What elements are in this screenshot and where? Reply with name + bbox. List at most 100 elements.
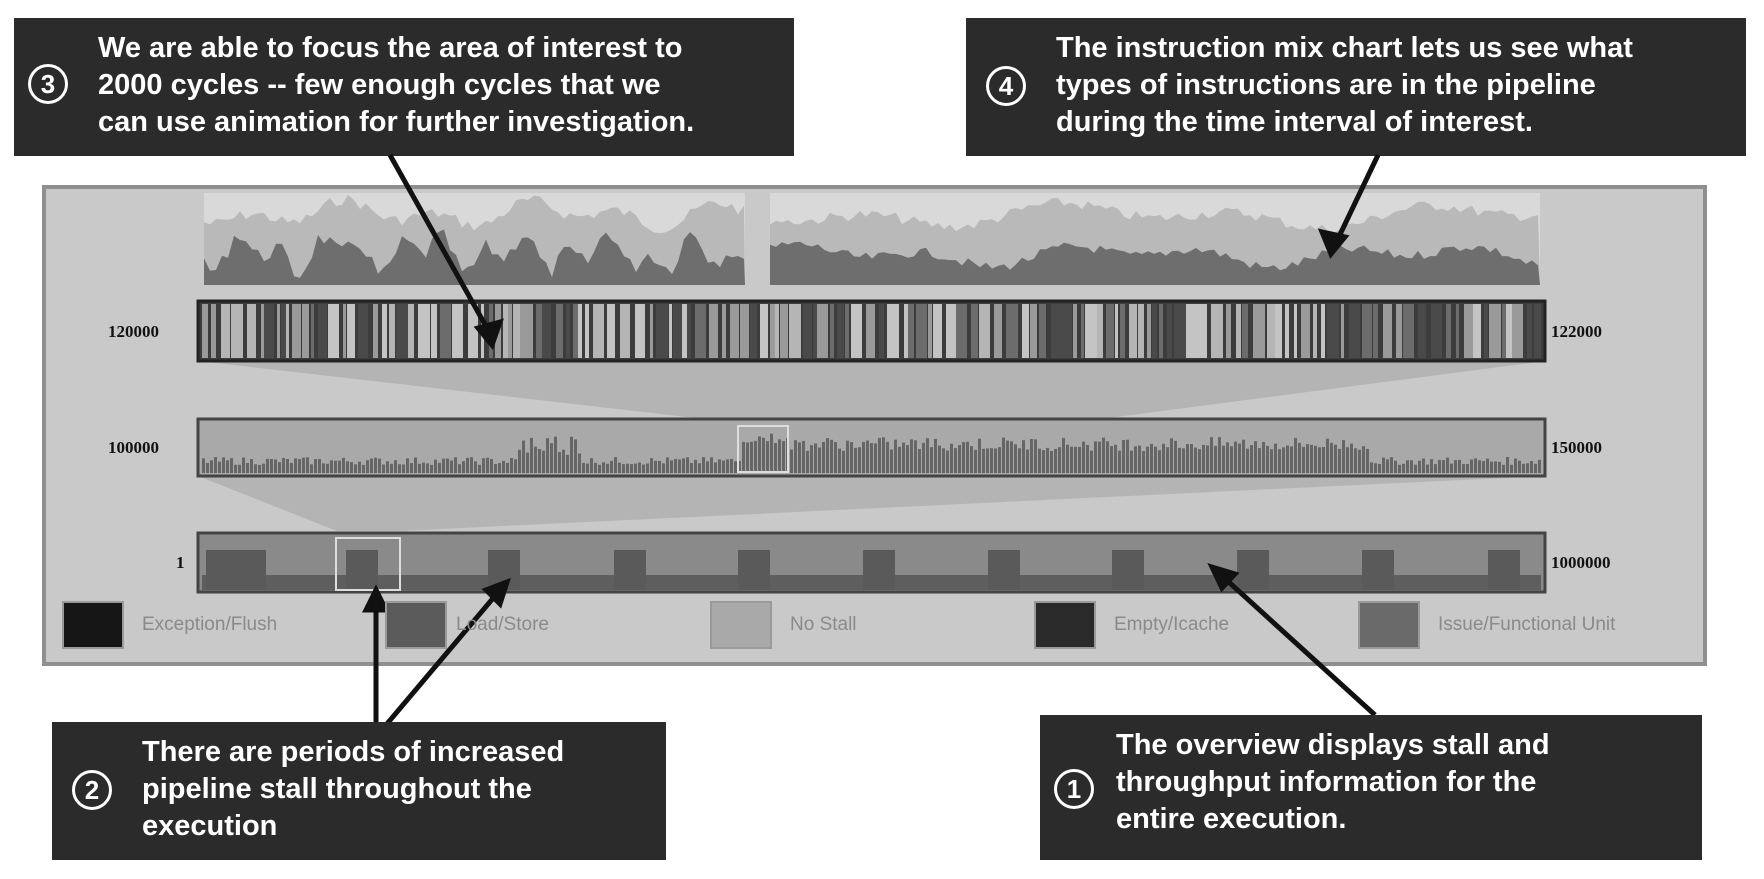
zoom2-cycle-stripe	[281, 304, 286, 358]
zoom2-cycle-stripe	[1456, 304, 1459, 358]
zoom2-cycle-stripe	[1159, 304, 1163, 358]
zoom1-stall-bar	[318, 459, 321, 473]
instruction-mix-layer	[770, 241, 1540, 285]
zoom1-stall-bar	[1466, 464, 1469, 473]
zoom1-stall-bar	[1314, 445, 1317, 473]
zoom2-cycle-stripe	[650, 304, 653, 358]
zoom2-cycle-stripe	[750, 304, 757, 358]
zoom2-cycle-stripe	[866, 304, 875, 358]
arrowhead-stall-a	[361, 584, 391, 613]
zoom1-stall-bar	[650, 458, 653, 473]
zoom1-stall-bar	[462, 461, 465, 473]
zoom1-stall-bar	[1250, 445, 1253, 473]
zoom1-stall-bar	[470, 457, 473, 473]
zoom1-stall-bar	[1342, 440, 1345, 473]
overview-stall-period	[863, 550, 895, 590]
zoom1-stall-bar	[1062, 437, 1065, 473]
callout-line: types of instructions are in the pipelin…	[1056, 69, 1596, 101]
overview-end-label: 1000000	[1551, 553, 1611, 572]
zoom1-stall-bar	[854, 447, 857, 473]
zoom2-cycle-stripe	[1321, 304, 1325, 358]
zoom1-stall-bar	[618, 462, 621, 473]
zoom2-cycle-stripe	[556, 304, 563, 358]
zoom1-stall-bar	[658, 460, 661, 473]
zoom1-stall-bar	[1506, 457, 1509, 473]
zoom2-cycle-stripe	[803, 304, 812, 358]
zoom1-stall-bar	[202, 458, 205, 473]
zoom1-stall-bar	[734, 461, 737, 473]
zoom1-stall-bar	[850, 442, 853, 473]
zoom1-stall-bar	[358, 461, 361, 473]
zoom1-stall-bar	[1330, 442, 1333, 473]
zoom2-cycle-stripe	[1039, 304, 1046, 358]
zoom1-stall-bar	[594, 462, 597, 473]
zoom1-stall-bar	[1298, 442, 1301, 473]
zoom1-stall-bar	[790, 449, 793, 473]
zoom1-stall-bar	[1226, 442, 1229, 473]
zoom1-stall-bar	[622, 464, 625, 473]
zoom1-stall-bar	[278, 462, 281, 473]
zoom1-stall-bar	[1090, 450, 1093, 473]
zoom2-cycle-stripe	[261, 304, 264, 358]
zoom1-stall-bar	[322, 463, 325, 473]
zoom2-cycle-stripe	[1030, 304, 1037, 358]
zoom1-stall-bar	[714, 462, 717, 473]
zoom2-cycle-stripe	[1129, 304, 1137, 358]
zoom2-cycle-stripe	[1138, 304, 1144, 358]
zoom2-cycle-stripe	[830, 304, 834, 358]
zoom1-stall-bar	[1042, 450, 1045, 473]
zoom1-stall-bar	[1210, 437, 1213, 473]
callout-instruction-mix: 4 The instruction mix chart lets us see …	[966, 18, 1746, 156]
zoom1-stall-bar	[886, 441, 889, 473]
overview-stall-period	[1362, 550, 1394, 590]
zoom1-stall-bar	[646, 463, 649, 473]
callout-line: execution	[142, 810, 278, 842]
zoom1-stall-bar	[1162, 443, 1165, 473]
zoom1-stall-bar	[554, 436, 557, 473]
zoom1-stall-bar	[1138, 445, 1141, 473]
zoom1-stall-bar	[1242, 439, 1245, 473]
zoom2-cycle-stripe	[1081, 304, 1084, 358]
zoom1-stall-bar	[938, 445, 941, 473]
zoom1-stall-bar	[706, 461, 709, 473]
zoom1-stall-bar	[926, 438, 929, 473]
zoom1-stall-bar	[1354, 448, 1357, 473]
zoom2-cycle-stripe	[585, 304, 589, 358]
zoom1-stall-bar	[590, 458, 593, 473]
zoom1-stall-bar	[770, 433, 773, 473]
zoom2-cycle-stripe	[1152, 304, 1157, 358]
zoom1-stall-bar	[1450, 463, 1453, 473]
zoom1-stall-bar	[1078, 446, 1081, 473]
zoom2-cycle-stripe	[292, 304, 301, 358]
zoom1-stall-bar	[1482, 461, 1485, 473]
zoom1-stall-bar	[1310, 444, 1313, 473]
zoom1-stall-bar	[458, 464, 461, 473]
zoom1-stall-bar	[994, 448, 997, 473]
legend-swatch-loadstore	[385, 601, 447, 649]
zoom1-stall-bar	[298, 459, 301, 473]
zoom2-cycle-stripe	[1418, 304, 1426, 358]
zoom1-stall-bar	[1486, 458, 1489, 473]
zoom2-cycle-stripe	[1236, 304, 1241, 358]
zoom2-cycle-stripe	[1534, 304, 1541, 358]
zoom1-stall-bar	[378, 458, 381, 473]
zoom1-stall-bar	[310, 464, 313, 473]
zoom1-stall-bar	[1262, 442, 1265, 473]
zoom1-stall-bar	[258, 464, 261, 473]
callout-number: 3	[28, 64, 68, 104]
zoom2-cycle-stripe	[730, 304, 739, 358]
zoom1-stall-bar	[1518, 460, 1521, 473]
zoom2-cycle-stripe	[373, 304, 378, 358]
zoom1-stall-bar	[1102, 437, 1105, 473]
zoom1-stall-bar	[490, 459, 493, 473]
zoom1-stall-bar	[374, 457, 377, 473]
zoom2-cycle-stripe	[709, 304, 718, 358]
zoom2-cycle-stripe	[1473, 304, 1481, 358]
zoom1-stall-bar	[866, 440, 869, 473]
zoom2-cycle-stripe	[593, 304, 604, 358]
zoom1-stall-bar	[314, 459, 317, 473]
zoom1-stall-bar	[414, 457, 417, 473]
zoom2-cycle-stripe	[566, 304, 570, 358]
zoom1-stall-bar	[570, 436, 573, 473]
